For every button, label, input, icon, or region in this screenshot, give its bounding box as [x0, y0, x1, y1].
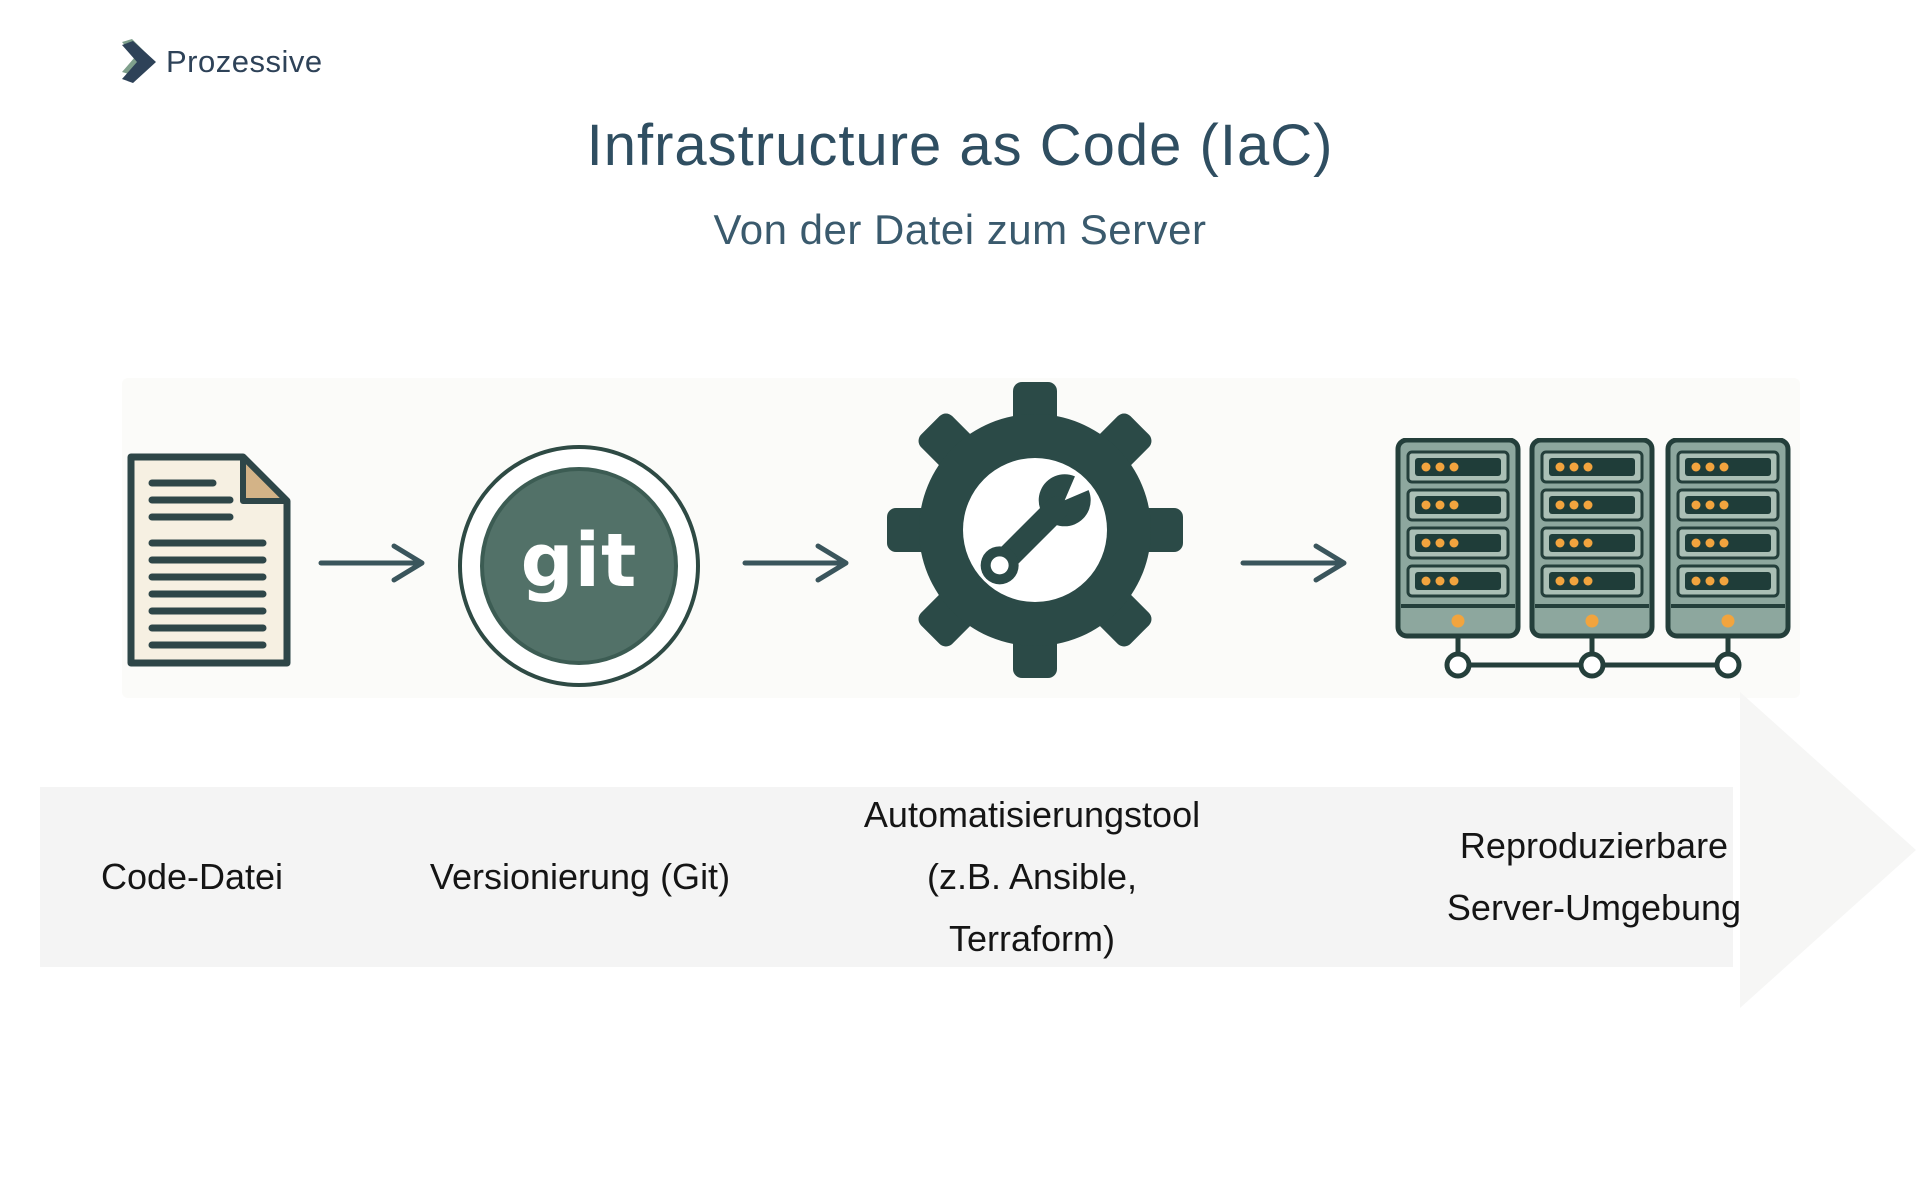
caption-band — [40, 787, 1733, 967]
stage-label-server-environment: Reproduzierbare Server-Umgebung — [1394, 815, 1794, 939]
git-icon: git — [455, 442, 703, 690]
stage-label-line: Versionierung (Git) — [429, 856, 731, 897]
stage-label-line: Reproduzierbare — [1459, 825, 1729, 866]
stage-label-line: Terraform) — [948, 918, 1115, 959]
page-subtitle: Von der Datei zum Server — [713, 206, 1207, 253]
flow-arrow-1-icon — [318, 543, 425, 583]
stage-label-code-file: Code-Datei — [42, 846, 342, 908]
stage-label-line: Server-Umgebung — [1446, 887, 1742, 928]
stage-label-line: Code-Datei — [100, 856, 284, 897]
git-circle — [458, 445, 700, 687]
server-racks-icon — [1390, 438, 1800, 679]
stage-label-versioning: Versionierung (Git) — [420, 846, 740, 908]
server-tower-1 — [1398, 440, 1518, 636]
code-lines — [148, 479, 267, 649]
forward-arrow-shape — [1740, 692, 1916, 1008]
code-file-icon — [127, 453, 291, 667]
git-label: git — [520, 518, 638, 604]
stage-label-automation-tool: Automatisierungstool (z.B. Ansible, Terr… — [832, 784, 1232, 970]
brand-name: Prozessive — [166, 44, 323, 79]
brand-logo: Prozessive — [120, 38, 323, 86]
server-tower-2 — [1532, 440, 1652, 636]
stage-label-line: (z.B. Ansible, — [926, 856, 1138, 897]
flow-arrow-3-icon — [1240, 543, 1347, 583]
stage-label-line: Automatisierungstool — [863, 794, 1201, 835]
flow-arrow-2-icon — [742, 543, 849, 583]
network-nodes — [1444, 651, 1742, 679]
brand-chevron-icon — [122, 39, 156, 83]
automation-gear-icon — [887, 382, 1183, 678]
page-title: Infrastructure as Code (IaC) — [586, 113, 1334, 178]
server-tower-3 — [1668, 440, 1788, 636]
